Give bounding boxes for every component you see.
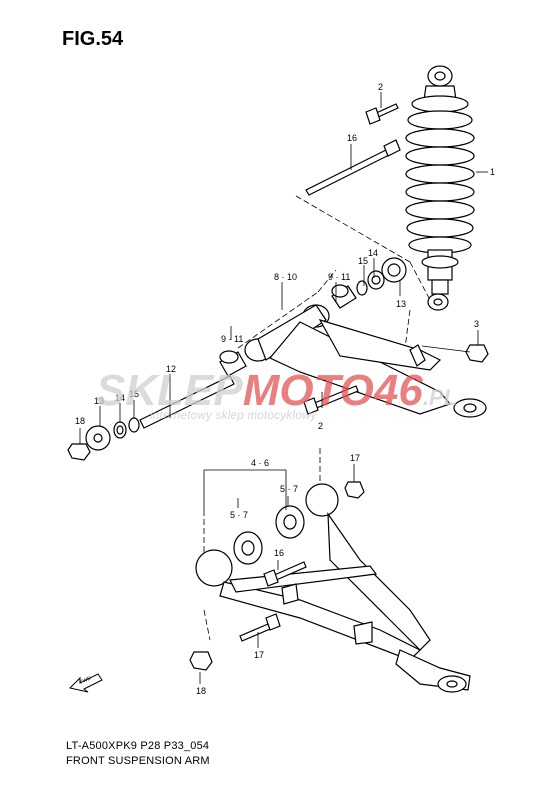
nut-3 [421,344,489,363]
callout-15-left: 15 [129,389,139,399]
fwd-badge: FWD [69,673,103,693]
watermark-brand-1: SKLEP [96,366,243,415]
callout-16-lower: 16 [274,548,284,558]
nut-17-upper [344,481,365,499]
callout-16-upper: 16 [347,133,357,143]
callout-13-upper: 13 [396,299,406,309]
figure-title: FIG.54 [62,28,124,50]
nut-18-upper [67,443,91,461]
fwd-label: FWD [79,675,92,686]
callout-3: 3 [474,319,479,329]
watermark-brand-3: 46 [373,366,423,415]
callout-17-lower: 17 [254,650,264,660]
nut-18-lower [189,651,213,671]
callout-1: 1 [490,167,495,177]
callout-14-upper: 14 [368,248,378,258]
leader-lines [79,92,488,684]
figure-caption: FRONT SUSPENSION ARM [66,755,210,767]
callout-17-upper: 17 [350,453,360,463]
bolt-2-top [365,103,399,125]
callout-4-6: 4 · 6 [251,458,269,468]
model-code: LT-A500XPK9 P28 P33_054 [66,740,210,752]
callout-12: 12 [166,364,176,374]
lower-arm [195,483,471,693]
callout-labels: 1 2 16 14 15 13 3 8 · 10 9 · 11 9 · 11 1… [75,82,495,696]
shock-absorber [405,65,475,311]
forward-arrow-icon [69,673,103,693]
washer-group-left [85,417,140,451]
svg-text:SKLEPMOTO46.PL: SKLEPMOTO46.PL [96,366,457,415]
watermark-tagline: internetowy sklep motocyklowy [150,410,318,422]
callout-5-7-right: 5 · 7 [280,484,298,494]
upper-arm [244,304,487,418]
bolt-16-upper [305,139,401,196]
callout-2-lower: 2 [318,421,323,431]
shaft-12 [139,375,235,429]
watermark-brand-2: MOTO [243,366,374,415]
collar-9-11-lower [219,350,247,377]
callout-13-left: 13 [94,396,104,406]
callout-9-11-upper: 9 · 11 [328,272,350,282]
callout-18-lower: 18 [196,686,206,696]
bushing-5-7-b [275,505,305,539]
callout-18-upper: 18 [75,416,85,426]
callout-5-7-left: 5 · 7 [230,510,248,520]
callout-15-upper: 15 [358,256,368,266]
callout-14-left: 14 [115,393,125,403]
callout-8-10: 8 · 10 [274,272,297,282]
callout-9-11-lower: 9 · 11 [221,334,243,344]
watermark: SKLEPMOTO46.PL internetowy sklep motocyk… [96,366,457,422]
bolt-16-lower [263,561,307,587]
bolt-2-lower [303,385,359,415]
bushing-5-7-a [233,531,263,565]
callout-2-top: 2 [378,82,383,92]
bolt-17-lower [239,613,281,642]
watermark-brand-suffix: .PL [423,385,457,410]
